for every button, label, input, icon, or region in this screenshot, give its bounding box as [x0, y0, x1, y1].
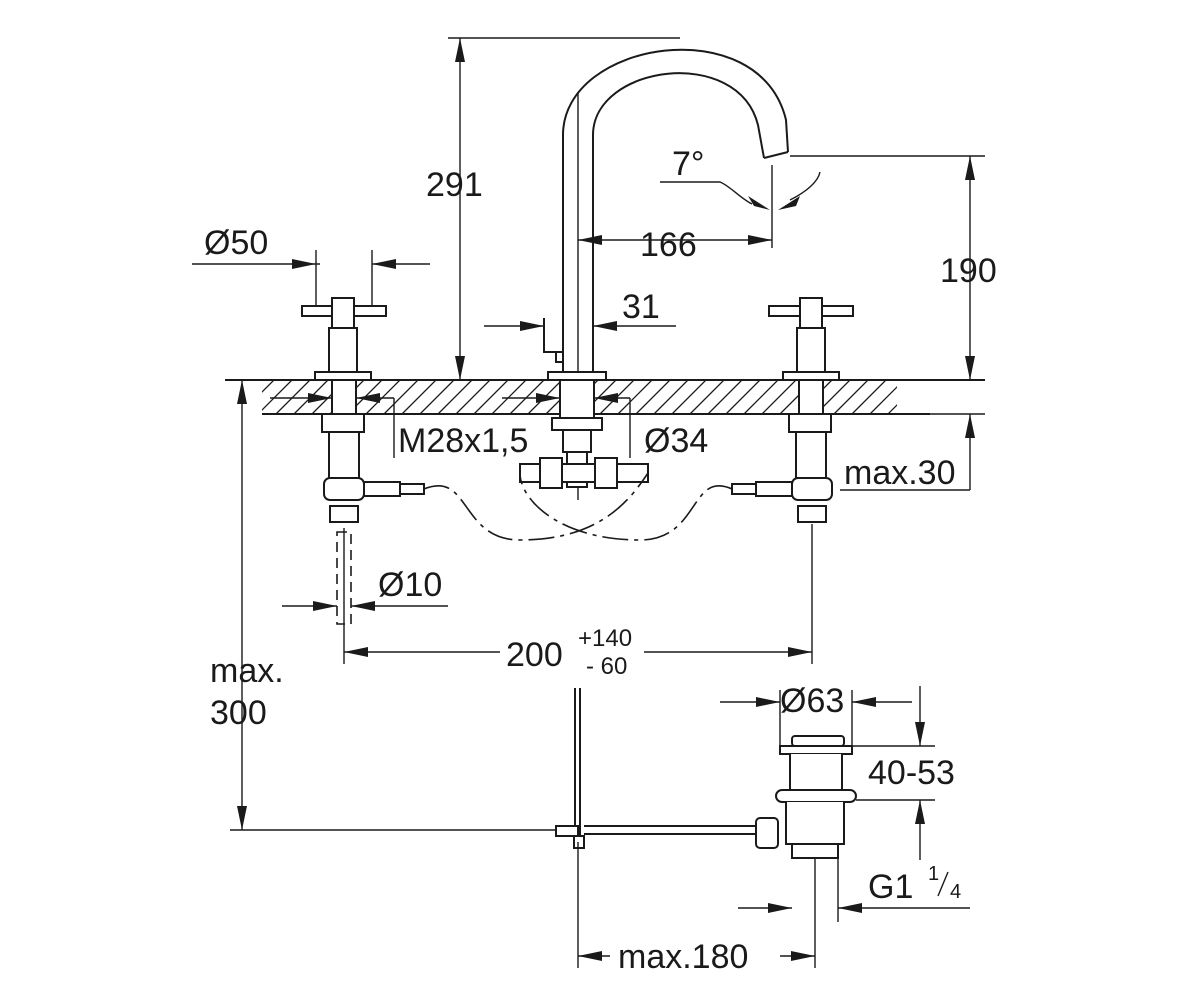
hatch-line — [419, 380, 455, 414]
label-handle-diameter: Ø50 — [204, 224, 268, 262]
label-spout-angle: 7° — [672, 145, 705, 183]
label-drain-thread: G1 — [868, 868, 913, 906]
hatch-line — [671, 380, 707, 414]
left-hose-end — [399, 483, 425, 495]
arrowheads — [237, 38, 975, 961]
hatch-line — [851, 380, 887, 414]
right-flange — [782, 371, 840, 381]
left-stem — [328, 327, 358, 373]
right-elbow — [791, 477, 833, 501]
label-drain-height: 40-53 — [868, 754, 955, 792]
label-hole-diameter: Ø34 — [644, 422, 708, 460]
pop-up-waste — [555, 688, 857, 859]
drain-plug-cap — [791, 735, 845, 747]
pop-up-rod — [543, 318, 563, 363]
left-nut — [321, 413, 365, 433]
label-thread: M28x1,5 — [398, 422, 528, 460]
label-drain-diameter: Ø63 — [780, 682, 844, 720]
drain-pivot-nut — [755, 817, 779, 849]
tee-nut-right — [594, 457, 618, 489]
hatch-line — [262, 380, 293, 411]
dimension-lines — [192, 37, 985, 968]
label-deck-thickness: max.30 — [844, 454, 956, 492]
left-valve-body — [328, 431, 360, 479]
label-drain-reach: max.180 — [618, 938, 748, 976]
label-spout-reach: 166 — [640, 226, 697, 264]
flexible-hoses — [423, 472, 733, 541]
hatch-line — [653, 380, 689, 414]
hatch-line — [833, 380, 869, 414]
rod-clip-screw — [573, 835, 585, 849]
spout-nut — [551, 417, 603, 431]
left-handle-hub — [331, 297, 355, 329]
left-hose-fitting — [363, 481, 401, 497]
hatch-line — [275, 380, 311, 414]
label-handle-spacing-minus: - 60 — [586, 653, 627, 680]
right-hose-end — [731, 483, 757, 495]
label-outlet-height: 190 — [940, 252, 997, 290]
right-handle-valve — [731, 297, 854, 523]
tee-nut-left — [539, 457, 563, 489]
drain-lock-nut — [775, 789, 857, 803]
spout-connector — [562, 429, 592, 453]
drain-tail — [791, 843, 839, 859]
right-stem — [796, 327, 826, 373]
hatch-line — [725, 380, 761, 414]
right-shank — [798, 379, 824, 415]
label-max-depth-line2: 300 — [210, 694, 267, 732]
hatch-line — [707, 380, 743, 414]
left-handle-valve — [301, 297, 425, 625]
drain-body-upper — [789, 754, 843, 791]
hatch-line — [383, 380, 419, 414]
hatch-line — [761, 380, 797, 414]
label-drain-thread-numerator: 1 — [928, 863, 939, 885]
hatch-line — [455, 380, 491, 414]
spout-shank — [559, 379, 595, 419]
hatch-line — [509, 380, 545, 414]
right-inlet-nut — [797, 505, 827, 523]
label-handle-spacing-plus: +140 — [578, 625, 632, 652]
drain-flange — [779, 745, 853, 755]
hatch-line — [473, 380, 509, 414]
dimension-labels: 291 7° 166 190 Ø50 31 M28x1,5 Ø34 max.30… — [204, 145, 997, 976]
left-inlet-nut — [329, 505, 359, 523]
hatch-line — [437, 380, 473, 414]
hatch-line — [743, 380, 779, 414]
left-elbow — [323, 477, 365, 501]
label-spout-base-offset: 31 — [622, 288, 660, 326]
right-hose-fitting — [755, 481, 793, 497]
left-shank — [331, 379, 357, 415]
hatch-line — [365, 380, 401, 414]
hatch-line — [401, 380, 437, 414]
right-valve-body — [795, 431, 827, 479]
label-supply-diameter: Ø10 — [378, 566, 442, 604]
hatch-line — [635, 380, 671, 414]
label-handle-spacing: 200 — [506, 636, 563, 674]
hatch-line — [887, 404, 897, 414]
hatch-line — [617, 380, 653, 414]
hatch-line — [689, 380, 725, 414]
rod-clip — [555, 825, 579, 837]
label-drain-thread-denominator: 4 — [950, 881, 961, 903]
hatch-line — [491, 380, 527, 414]
hatch-line — [906, 380, 940, 414]
drain-body-lower — [785, 802, 845, 845]
right-nut — [788, 413, 832, 433]
label-max-depth-line1: max. — [210, 652, 284, 690]
hatch-line — [869, 386, 897, 414]
spout-base — [547, 371, 607, 381]
left-flange — [314, 371, 372, 381]
label-spout-height: 291 — [426, 166, 483, 204]
hatch-line — [262, 380, 275, 393]
right-handle-hub — [799, 297, 823, 329]
